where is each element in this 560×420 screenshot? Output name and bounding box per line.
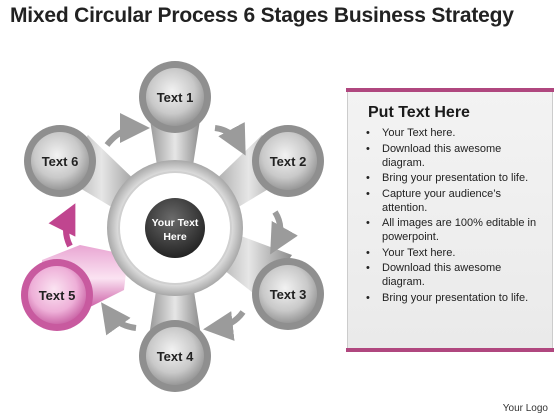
stage-label-4: Text 4 (157, 349, 194, 364)
stage-label-3: Text 3 (270, 287, 307, 302)
arrow-3-to-4 (203, 310, 246, 341)
stage-node-5[interactable]: Text 5 (21, 259, 93, 331)
page-title: Mixed Circular Process 6 Stages Business… (10, 4, 514, 27)
center-label-line2: Here (163, 231, 187, 243)
hub-center[interactable] (145, 198, 205, 258)
panel-top-bar (346, 88, 554, 92)
stage-label-5: Text 5 (39, 288, 76, 303)
bullet-item: Bring your presentation to life. (364, 171, 544, 185)
bullet-item: Download this awesome diagram. (364, 261, 544, 289)
panel-heading: Put Text Here (368, 104, 470, 121)
bullet-item: Your Text here. (364, 246, 544, 260)
stage-node-1[interactable]: Text 1 (139, 61, 211, 133)
stage-node-4[interactable]: Text 4 (139, 320, 211, 392)
circular-process-diagram: Your Text Here Text 1 Text 2 Text 3 Text… (21, 61, 324, 392)
stage-label-6: Text 6 (42, 154, 79, 169)
bullet-item: Download this awesome diagram. (364, 142, 544, 170)
bullet-item: Capture your audience’s attention. (364, 187, 544, 215)
center-label-line1: Your Text (152, 217, 199, 229)
logo-text: Your Logo (502, 403, 548, 414)
stage-node-6[interactable]: Text 6 (24, 125, 96, 197)
stage-label-2: Text 2 (270, 154, 307, 169)
arrow-1-to-2 (214, 122, 246, 156)
arrow-2-to-3 (270, 210, 298, 255)
bullet-list: Your Text here. Download this awesome di… (364, 126, 544, 306)
bullet-item: Bring your presentation to life. (364, 291, 544, 305)
bullet-item: Your Text here. (364, 126, 544, 140)
stage-node-3[interactable]: Text 3 (252, 258, 324, 330)
panel-bottom-bar (346, 348, 554, 352)
arrow-6-to-1 (104, 113, 150, 147)
stage-label-1: Text 1 (157, 90, 194, 105)
arrow-5-to-6 (48, 203, 76, 248)
text-panel: Put Text Here Your Text here. Download t… (346, 88, 554, 352)
stage-node-2[interactable]: Text 2 (252, 125, 324, 197)
arrow-4-to-5 (101, 302, 137, 336)
bullet-item: All images are 100% editable in powerpoi… (364, 216, 544, 244)
